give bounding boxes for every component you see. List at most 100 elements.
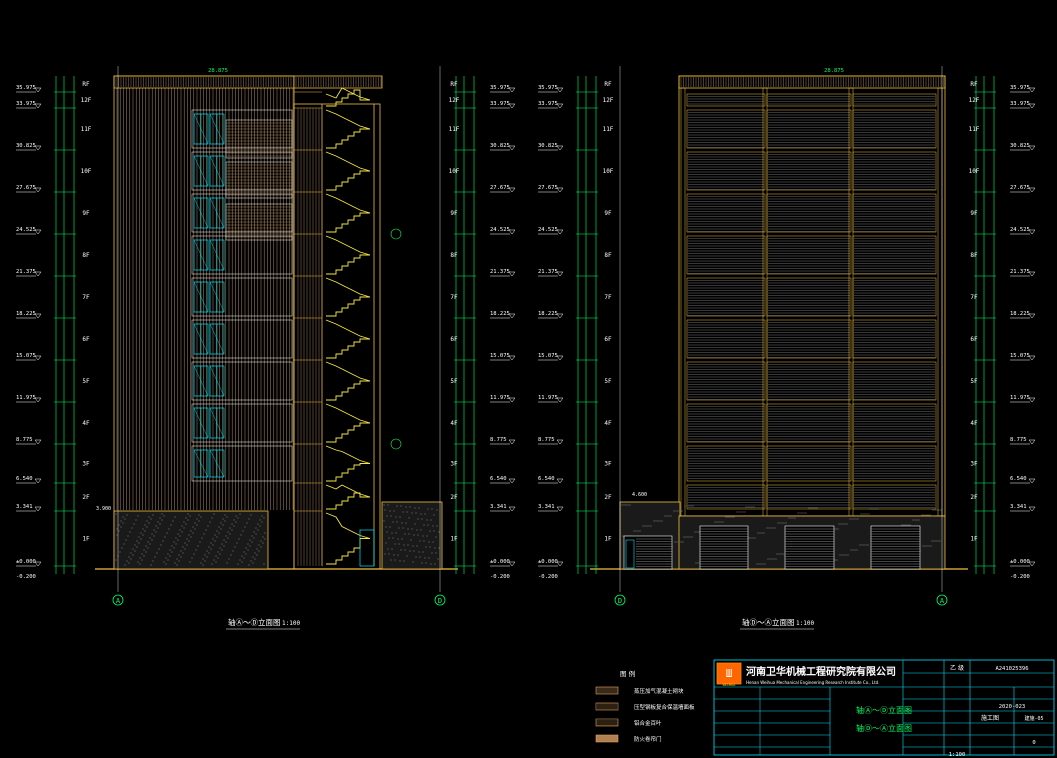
window-swing	[193, 197, 209, 229]
concrete-dot	[390, 559, 392, 561]
concrete-dot	[208, 552, 210, 554]
concrete-dot	[740, 511, 742, 513]
concrete-dot	[429, 530, 431, 532]
level-marker	[556, 506, 564, 512]
floor-label: 5F	[604, 378, 612, 385]
concrete-dot	[430, 563, 432, 565]
concrete-dot	[184, 542, 186, 544]
concrete-dot	[777, 522, 779, 524]
level-label: 3.341	[490, 504, 507, 510]
concrete-dot	[161, 513, 163, 515]
concrete-dot	[219, 547, 221, 549]
stair-flight	[326, 463, 370, 482]
concrete-dot	[854, 549, 856, 551]
rolling-door	[870, 525, 921, 570]
concrete-dot	[178, 554, 180, 556]
level-marker	[1028, 561, 1036, 567]
concrete-dot	[760, 563, 762, 565]
concrete-dot	[769, 558, 771, 560]
rolling-door	[699, 525, 749, 570]
concrete-dot	[143, 549, 145, 551]
concrete-dot	[132, 554, 134, 556]
concrete-dot	[259, 525, 261, 527]
level-label: 21.375	[538, 269, 558, 275]
concrete-dot	[733, 516, 735, 518]
level-label: 11.975	[16, 395, 36, 401]
concrete-dot	[191, 557, 193, 559]
concrete-dot	[402, 527, 404, 529]
level-marker	[556, 187, 564, 193]
window-swing	[209, 281, 225, 313]
concrete-dot	[681, 510, 683, 512]
concrete-dot	[244, 526, 246, 528]
concrete-dot	[764, 563, 766, 565]
concrete-dot	[254, 558, 256, 560]
level-marker	[34, 439, 42, 445]
concrete-dot	[385, 542, 387, 544]
concrete-dot	[149, 543, 151, 545]
window-swing	[193, 365, 209, 397]
concrete-dot	[409, 550, 411, 552]
concrete-dot	[222, 518, 224, 520]
concrete-dot	[148, 516, 150, 518]
level-label: 27.675	[490, 185, 510, 191]
concrete-dot	[122, 516, 124, 518]
concrete-dot	[851, 518, 853, 520]
concrete-dot	[241, 561, 243, 563]
level-marker	[508, 561, 516, 567]
stair-flight	[326, 338, 370, 359]
concrete-dot	[738, 511, 740, 513]
level-marker	[1028, 187, 1036, 193]
level-label: 8.775	[16, 437, 33, 443]
concrete-dot	[145, 545, 147, 547]
concrete-dot	[231, 529, 233, 531]
concrete-dot	[138, 536, 140, 538]
concrete-dot	[673, 510, 675, 512]
concrete-dot	[227, 537, 229, 539]
concrete-dot	[243, 557, 245, 559]
level-marker	[34, 506, 42, 512]
concrete-dot	[747, 506, 749, 508]
level-label: 18.225	[16, 311, 36, 317]
concrete-dot	[151, 539, 153, 541]
concrete-dot	[148, 522, 150, 524]
concrete-dot	[794, 517, 796, 519]
concrete-dot	[397, 538, 399, 540]
concrete-dot	[223, 545, 225, 547]
concrete-dot	[417, 518, 419, 520]
concrete-dot	[185, 517, 187, 519]
concrete-dot	[430, 519, 432, 521]
concrete-dot	[633, 530, 635, 532]
stair-flight	[325, 403, 371, 424]
concrete-dot	[406, 555, 408, 557]
concrete-dot	[676, 541, 678, 543]
level-label: 21.375	[1010, 269, 1030, 275]
level-label: 24.525	[1010, 227, 1030, 233]
concrete-dot	[842, 523, 844, 525]
level-marker	[34, 145, 42, 151]
concrete-dot	[644, 525, 646, 527]
concrete-dot	[237, 563, 239, 565]
concrete-dot	[394, 543, 396, 545]
concrete-dot	[234, 546, 236, 548]
level-marker	[34, 187, 42, 193]
legend-swatch	[595, 734, 619, 743]
floor-label: RF	[970, 81, 978, 88]
level-label: 15.075	[538, 353, 558, 359]
concrete-dot	[146, 526, 148, 528]
concrete-dot	[776, 553, 778, 555]
level-label: 21.375	[490, 269, 510, 275]
concrete-dot	[214, 534, 216, 536]
concrete-dot	[183, 527, 185, 529]
concrete-dot	[247, 543, 249, 545]
concrete-dot	[258, 550, 260, 552]
concrete-dot	[134, 544, 136, 546]
concrete-dot	[213, 513, 215, 515]
level-label: 21.375	[16, 269, 36, 275]
concrete-dot	[204, 554, 206, 556]
concrete-dot	[749, 506, 751, 508]
concrete-dot	[433, 530, 435, 532]
concrete-dot	[142, 534, 144, 536]
concrete-dot	[916, 519, 918, 521]
